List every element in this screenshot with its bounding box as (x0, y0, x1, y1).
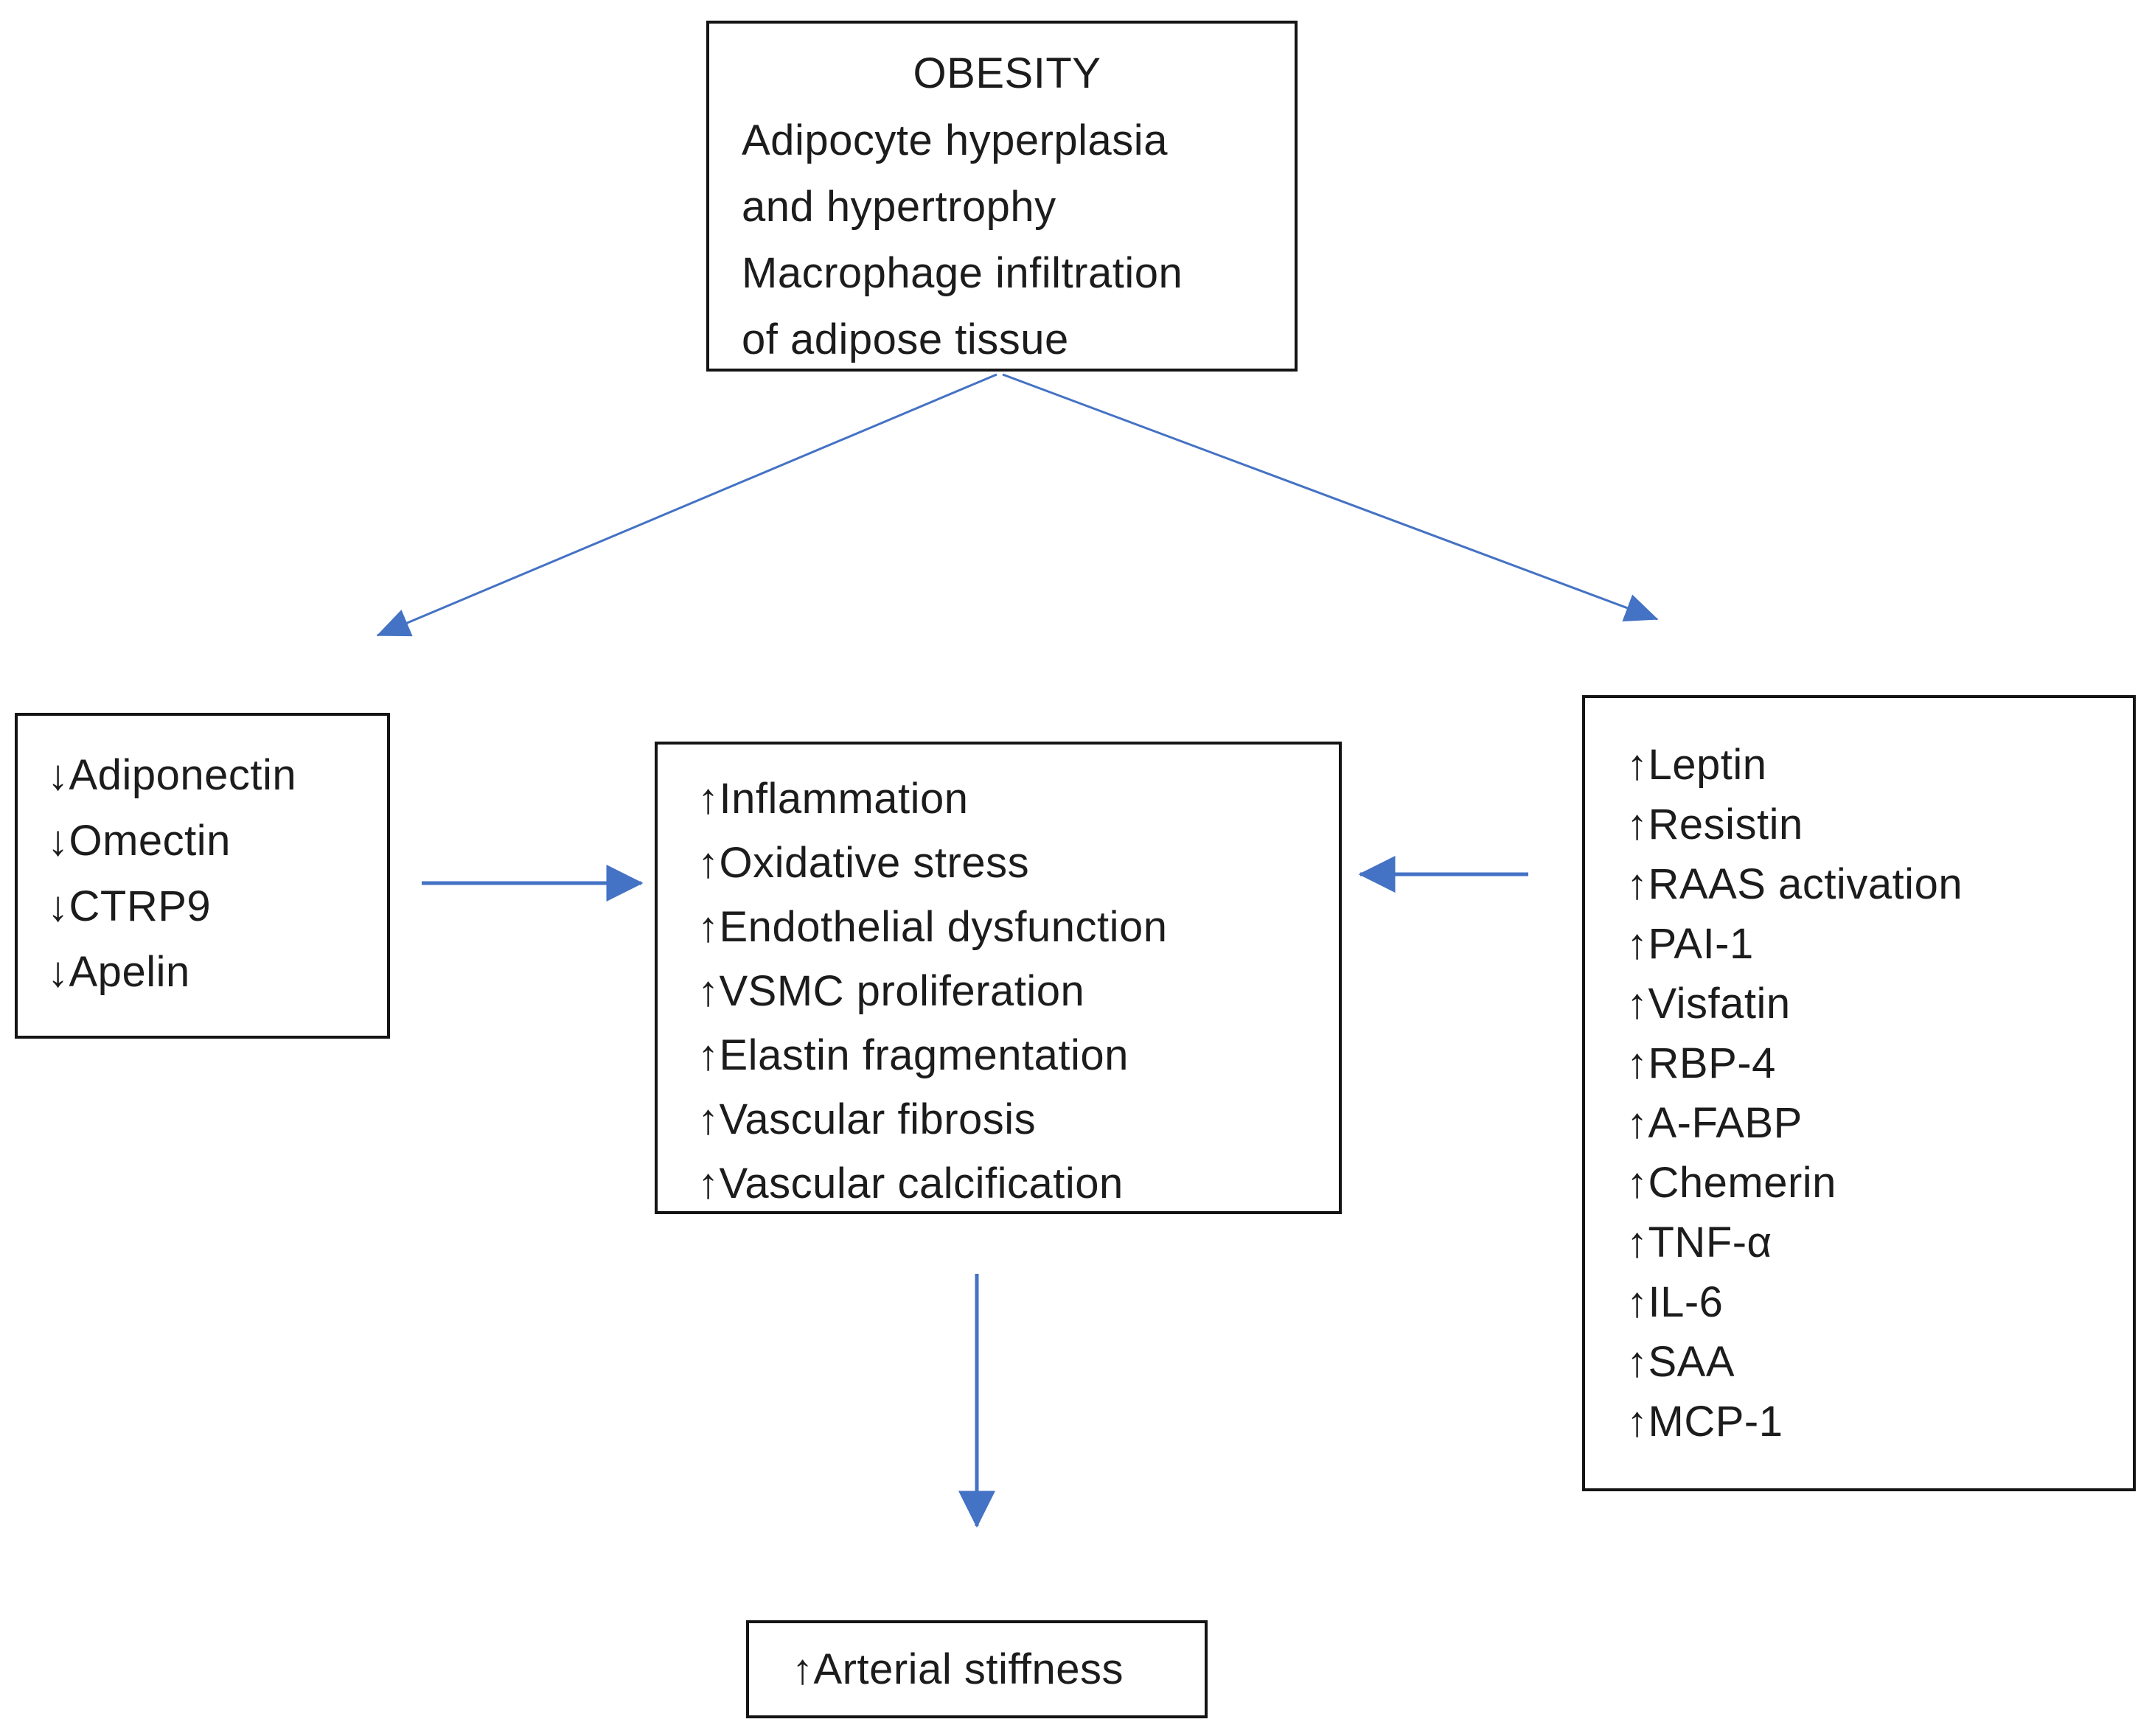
box-line: ↑Endothelial dysfunction (697, 903, 1168, 951)
box-line: Adipocyte hyperplasia (742, 116, 1168, 164)
box-line: ↑Inflammation (697, 775, 969, 823)
obesity-box: OBESITY Adipocyte hyperplasia and hypertr… (706, 21, 1298, 372)
box-line: ↑Chemerin (1626, 1159, 1836, 1207)
box-line: and hypertrophy (742, 183, 1056, 231)
box-line: ↑PAI-1 (1626, 920, 1754, 968)
box-line: ↑Resistin (1626, 801, 1803, 848)
box-line: ↑VSMC proliferation (697, 967, 1085, 1015)
box-line: ↓Apelin (47, 948, 190, 996)
box-line: ↑TNF-α (1626, 1219, 1772, 1266)
box-line: ↓CTRP9 (47, 882, 212, 930)
increased-adipokines-box: ↑Leptin ↑Resistin ↑RAAS activation ↑PAI-1 ↑V… (1582, 695, 2136, 1491)
arrow-obesity-to-decreased (376, 373, 997, 637)
box-line: ↑A-FABP (1626, 1099, 1803, 1147)
box-line: ↓Omectin (47, 817, 231, 865)
arterial-stiffness-label: ↑Arterial stiffness (792, 1645, 1124, 1693)
box-line: ↑Visfatin (1626, 980, 1791, 1028)
box-line: Macrophage infiltration (742, 249, 1183, 297)
box-line: ↑RBP-4 (1626, 1039, 1776, 1087)
box-line: ↑RAAS activation (1626, 860, 1963, 908)
vascular-effects-box: ↑Inflammation ↑Oxidative stress ↑Endotheli… (655, 742, 1342, 1214)
box-line: of adipose tissue (742, 316, 1069, 363)
arrow-obesity-to-increased (1002, 373, 1659, 622)
box-line: ↑Leptin (1626, 741, 1767, 789)
box-line: ↑MCP-1 (1626, 1398, 1783, 1446)
box-line: ↑Elastin fragmentation (697, 1031, 1129, 1079)
box-line: ↑SAA (1626, 1338, 1735, 1386)
arterial-stiffness-box: ↑Arterial stiffness (746, 1620, 1208, 1718)
box-line: ↑Vascular calcification (697, 1160, 1124, 1207)
box-line: ↓Adiponectin (47, 751, 297, 799)
decreased-adipokines-box: ↓Adiponectin ↓Omectin ↓CTRP9 ↓Apelin (15, 713, 390, 1039)
box-line: ↑IL-6 (1626, 1278, 1724, 1326)
obesity-box-title: OBESITY (913, 49, 1101, 97)
box-line: ↑Vascular fibrosis (697, 1095, 1037, 1143)
box-line: ↑Oxidative stress (697, 839, 1030, 887)
